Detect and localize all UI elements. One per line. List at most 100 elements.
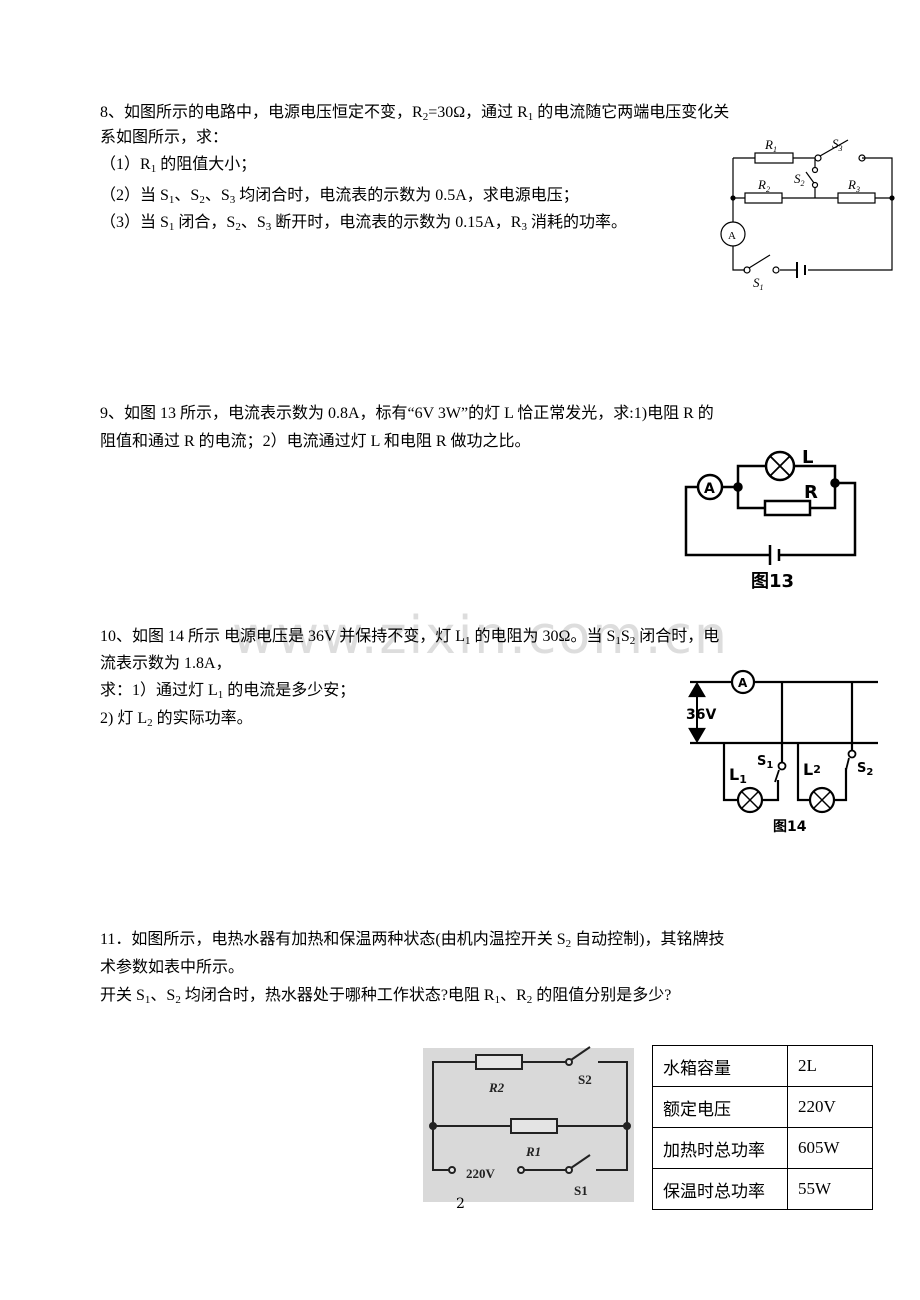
label-s2: S2 [578,1072,592,1087]
q10-line: 求：1）通过灯 L1 的电流是多少安； [100,681,355,701]
spec-value: 220V [787,1086,873,1128]
label-s1: S1 [574,1183,588,1198]
subscript: 2 [175,994,181,1006]
text-segment: 、S [240,214,266,231]
text-segment: 术参数如表中所示。 [100,959,245,976]
text-segment: 的电流是多少安； [223,682,356,699]
q8-line: 系如图所示，求： [100,128,228,148]
subscript: 2 [422,111,429,123]
switch-s3-contact [814,154,822,162]
q8-line: 8、如图所示的电路中，电源电压恒定不变，R2=30Ω，通过 R1 的电流随它两端… [100,103,729,123]
switch-s1-blade [748,254,771,269]
resistor-r1 [510,1118,558,1134]
text-segment: 断开时，电流表的示数为 0.15A，R [271,214,522,231]
text-segment: 的实际功率。 [152,710,253,727]
subscript: 1 [527,111,534,123]
text-segment: （3）当 S [100,214,169,231]
resistor-r [763,499,812,517]
ammeter [730,669,756,695]
label-l2: L2 [803,760,821,779]
text-segment: 系如图所示，求： [100,129,229,146]
q11-line: 11．如图所示，电热水器有加热和保温两种状态(由机内温控开关 S2 自动控制)，… [100,930,724,950]
spec-key: 水箱容量 [652,1045,788,1087]
subscript: 2 [526,994,533,1006]
ammeter-label: A [728,230,736,242]
subscript: 2 [235,221,241,233]
spec-key: 加热时总功率 [652,1127,788,1169]
switch-s1-blade [774,769,780,783]
text-segment: 9、如图 13 所示，电流表示数为 0.8A，标有“6V 3W”的灯 L 恰正常… [100,405,714,422]
subscript: 1 [615,635,621,647]
label-s1: S1 [753,275,764,292]
subscript: 2 [199,194,205,206]
switch-s2-contact [811,166,819,174]
spec-key: 额定电压 [652,1086,788,1128]
text-segment: 闭合时，电 [635,628,720,645]
figure-caption: 图13 [751,571,794,592]
label-r: R [804,482,818,503]
ammeter-label: A [738,676,748,690]
wire [432,1061,628,1171]
switch-s2-blade [805,171,815,184]
switch-s3-blade [819,139,849,157]
q9-line: 阻值和通过 R 的电流；2）电流通过灯 L 和电阻 R 做功之比。 [100,432,531,452]
text-segment: 求：1）通过灯 L [100,682,218,699]
text-segment: 闭合，S [174,214,236,231]
text-segment: 10、如图 14 所示 电源电压是 36V 并保持不变，灯 L [100,628,466,645]
subscript: 1 [465,635,471,647]
q9-line: 9、如图 13 所示，电流表示数为 0.8A，标有“6V 3W”的灯 L 恰正常… [100,404,714,424]
q8-line: （1）R1 的阻值大小； [100,155,256,175]
text-segment: 自动控制)，其铭牌技 [571,931,725,948]
text-segment: =30Ω，通过 R [428,104,528,121]
label-s2: S2 [794,171,805,188]
switch-s2-blade [570,1046,591,1061]
resistor-r2 [475,1054,523,1070]
q8-line: （3）当 S1 闭合，S2、S3 断开时，电流表的示数为 0.15A，R3 消耗… [100,213,627,233]
text-segment: 开关 S [100,987,145,1004]
junction [429,1122,437,1130]
resistor-r2 [744,192,783,204]
label-r2: R2 [757,177,770,194]
q10-line: 2) 灯 L2 的实际功率。 [100,709,253,729]
switch-s2-blade [845,757,850,771]
label-r1: R1 [764,137,777,154]
spec-key: 保温时总功率 [652,1168,788,1210]
text-segment: （1）R [100,156,151,173]
text-segment: 均闭合时，电流表的示数为 0.5A，求电源电压； [235,187,579,204]
q11-line: 术参数如表中所示。 [100,958,244,978]
label-s1: S1 [757,754,773,771]
page-number: 2 [456,1196,465,1212]
battery-icon [768,545,781,565]
resistor-r3 [837,192,876,204]
label-l1: L1 [729,765,747,786]
subscript: 3 [521,221,527,233]
text-segment: 8、如图所示的电路中，电源电压恒定不变，R [100,104,423,121]
text-segment: （2）当 S [100,187,169,204]
subscript: 3 [265,221,272,233]
voltage-label: 36V [686,707,716,723]
subscript: 1 [217,689,224,701]
text-segment: 的电阻为 30Ω。当 S [470,628,616,645]
resistor-r1 [754,152,794,164]
q11-line: 开关 S1、S2 均闭合时，热水器处于哪种工作状态?电阻 R1、R2 的阻值分别… [100,986,671,1006]
switch-s1-contact [743,266,751,274]
subscript: 3 [229,194,236,206]
q9-circuit-diagram: A L R 图13 [684,447,857,592]
watermark: www.zixin.com.cn [232,606,729,666]
label-s2: S2 [857,761,873,778]
label-voltage: 220V [466,1166,496,1181]
switch-s1-blade [570,1154,591,1169]
junction [730,195,736,201]
label-r2: R2 [488,1080,505,1095]
q11-circuit-diagram: R2 S2 R1 220V S1 [423,1046,634,1202]
text-segment: 的阻值大小； [156,156,257,173]
q10-line: 10、如图 14 所示 电源电压是 36V 并保持不变，灯 L1 的电阻为 30… [100,627,719,647]
subscript: 1 [168,221,175,233]
text-segment: 11．如图所示，电热水器有加热和保温两种状态(由机内温控开关 S [100,931,566,948]
text-segment: 的阻值分别是多少? [532,987,672,1004]
text-segment: 消耗的功率。 [526,214,627,231]
q10-line: 流表示数为 1.8A， [100,654,232,674]
